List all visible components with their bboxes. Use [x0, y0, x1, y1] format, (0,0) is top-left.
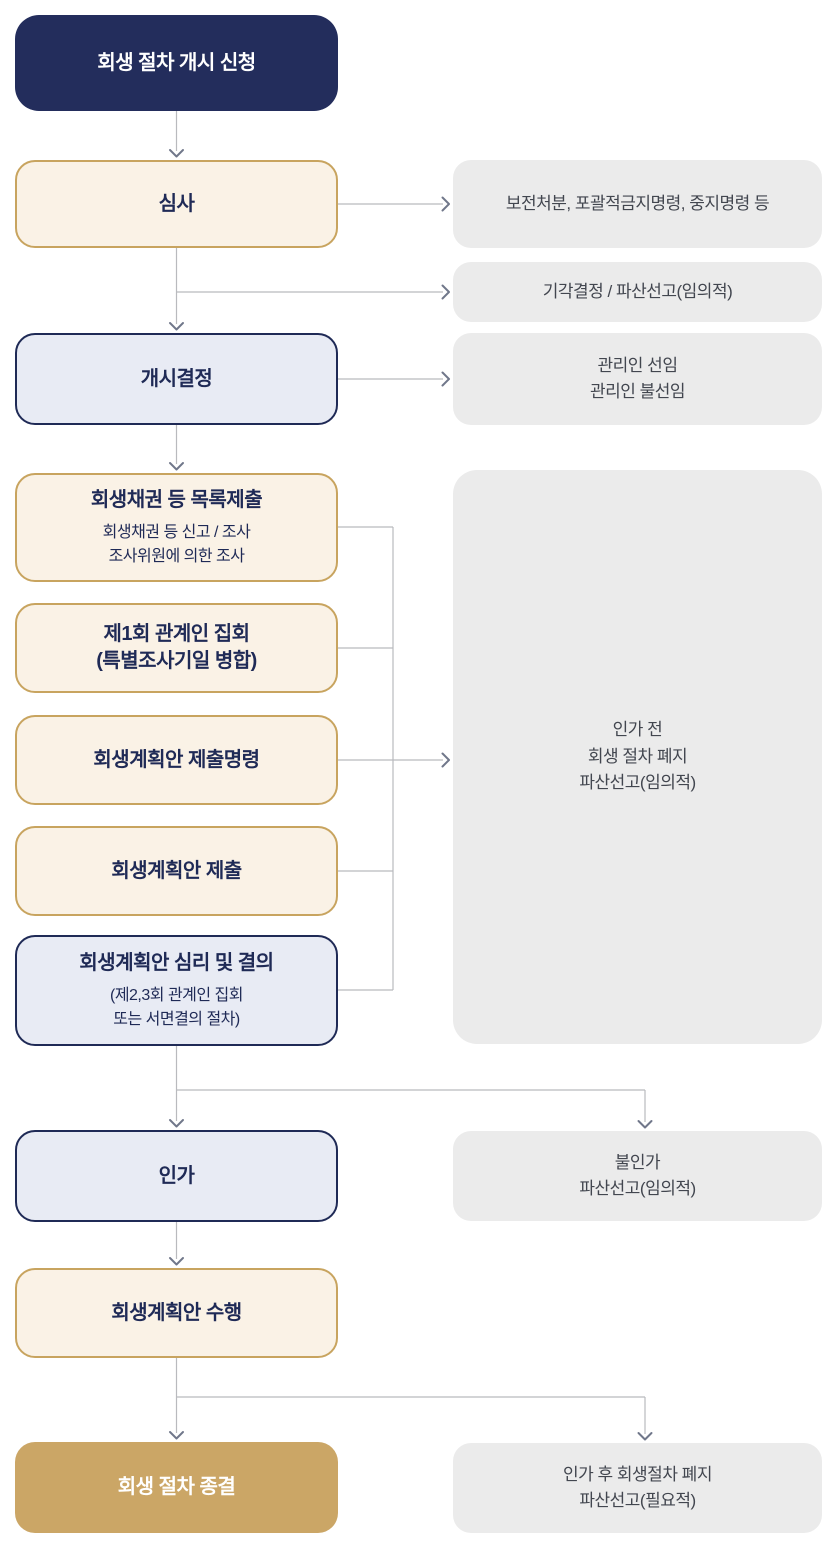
- arrow-review-to-preservation: [338, 196, 450, 212]
- node-plan-order: 회생계획안 제출명령: [15, 715, 338, 805]
- node-claims-subtext: 회생채권 등 신고 / 조사 조사위원에 의한 조사: [102, 523, 251, 565]
- node-start-title: 회생 절차 개시 신청: [97, 51, 256, 74]
- node-closure-title: 회생 절차 종결: [117, 1476, 236, 1498]
- node-plan-order-title: 회생계획안 제출명령: [93, 748, 260, 771]
- note-post-approval-abolition: 인가 후 회생절차 폐지 파산선고(필요적): [453, 1443, 822, 1533]
- node-meeting1-title: 제1회 관계인 집회 (특별조사기일 병합): [96, 623, 257, 672]
- node-plan-vote: 회생계획안 심리 및 결의 (제2,3회 관계인 집회 또는 서면결의 절차): [15, 935, 338, 1046]
- node-approval: 인가: [15, 1130, 338, 1222]
- node-closure: 회생 절차 종결: [15, 1442, 338, 1533]
- note-pre-approval-abolition: 인가 전 회생 절차 폐지 파산선고(임의적): [453, 470, 822, 1044]
- node-execution: 회생계획안 수행: [15, 1268, 338, 1358]
- node-decision: 개시결정: [15, 333, 338, 425]
- node-claims: 회생채권 등 목록제출 회생채권 등 신고 / 조사 조사위원에 의한 조사: [15, 473, 338, 582]
- node-execution-title: 회생계획안 수행: [111, 1301, 242, 1324]
- note-custodian: 관리인 선임 관리인 불선임: [453, 333, 822, 425]
- arrow-execution-to-closure: [169, 1358, 653, 1441]
- node-plan-submit: 회생계획안 제출: [15, 826, 338, 916]
- note-disapproval: 불인가 파산선고(임의적): [453, 1131, 822, 1221]
- node-meeting1: 제1회 관계인 집회 (특별조사기일 병합): [15, 603, 338, 693]
- node-review: 심사: [15, 160, 338, 248]
- node-plan-submit-title: 회생계획안 제출: [111, 859, 242, 882]
- node-start: 회생 절차 개시 신청: [15, 15, 338, 111]
- arrow-review-to-decision: [169, 248, 450, 331]
- node-review-title: 심사: [158, 192, 195, 215]
- node-claims-title: 회생채권 등 목록제출: [90, 488, 263, 511]
- note-preservation: 보전처분, 포괄적금지명령, 중지명령 등: [453, 160, 822, 248]
- arrow-start-to-review: [169, 111, 184, 158]
- node-plan-vote-subtext: (제2,3회 관계인 집회 또는 서면결의 절차): [109, 986, 244, 1028]
- arrow-vote-to-approval: [169, 1046, 653, 1129]
- node-approval-title: 인가: [158, 1164, 195, 1187]
- node-decision-title: 개시결정: [140, 367, 213, 390]
- bracket-to-pre-approval-abolition: [338, 526, 450, 991]
- arrow-decision-to-claims: [169, 425, 184, 471]
- node-plan-vote-title: 회생계획안 심리 및 결의: [79, 951, 274, 974]
- note-dismissal: 기각결정 / 파산선고(임의적): [453, 262, 822, 322]
- arrow-decision-to-custodian: [338, 371, 450, 387]
- arrow-approval-to-execution: [169, 1222, 184, 1266]
